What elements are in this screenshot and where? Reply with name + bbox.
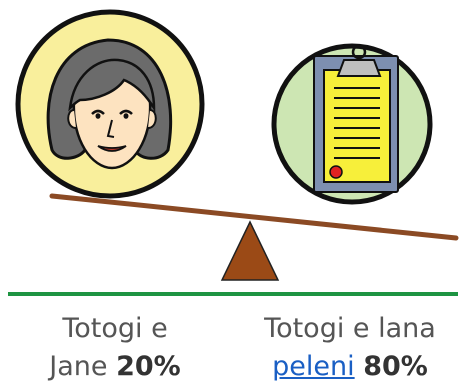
left-caption-line1: Totogi e xyxy=(62,313,168,344)
balance-beam xyxy=(49,193,459,241)
right-caption: Totogi e lana peleni 80% xyxy=(240,310,460,386)
woman-face-icon xyxy=(15,9,205,199)
left-caption: Totogi e Jane 20% xyxy=(20,310,210,386)
left-caption-name: Jane xyxy=(49,351,108,382)
right-caption-line1: Totogi e lana xyxy=(264,313,436,344)
fulcrum-triangle xyxy=(220,220,280,281)
balance-scale-illustration xyxy=(8,9,459,296)
left-caption-percent: 20% xyxy=(116,351,181,382)
clipboard-document-icon xyxy=(271,43,433,205)
right-caption-percent: 80% xyxy=(363,351,428,382)
peleni-link[interactable]: peleni xyxy=(272,351,355,382)
